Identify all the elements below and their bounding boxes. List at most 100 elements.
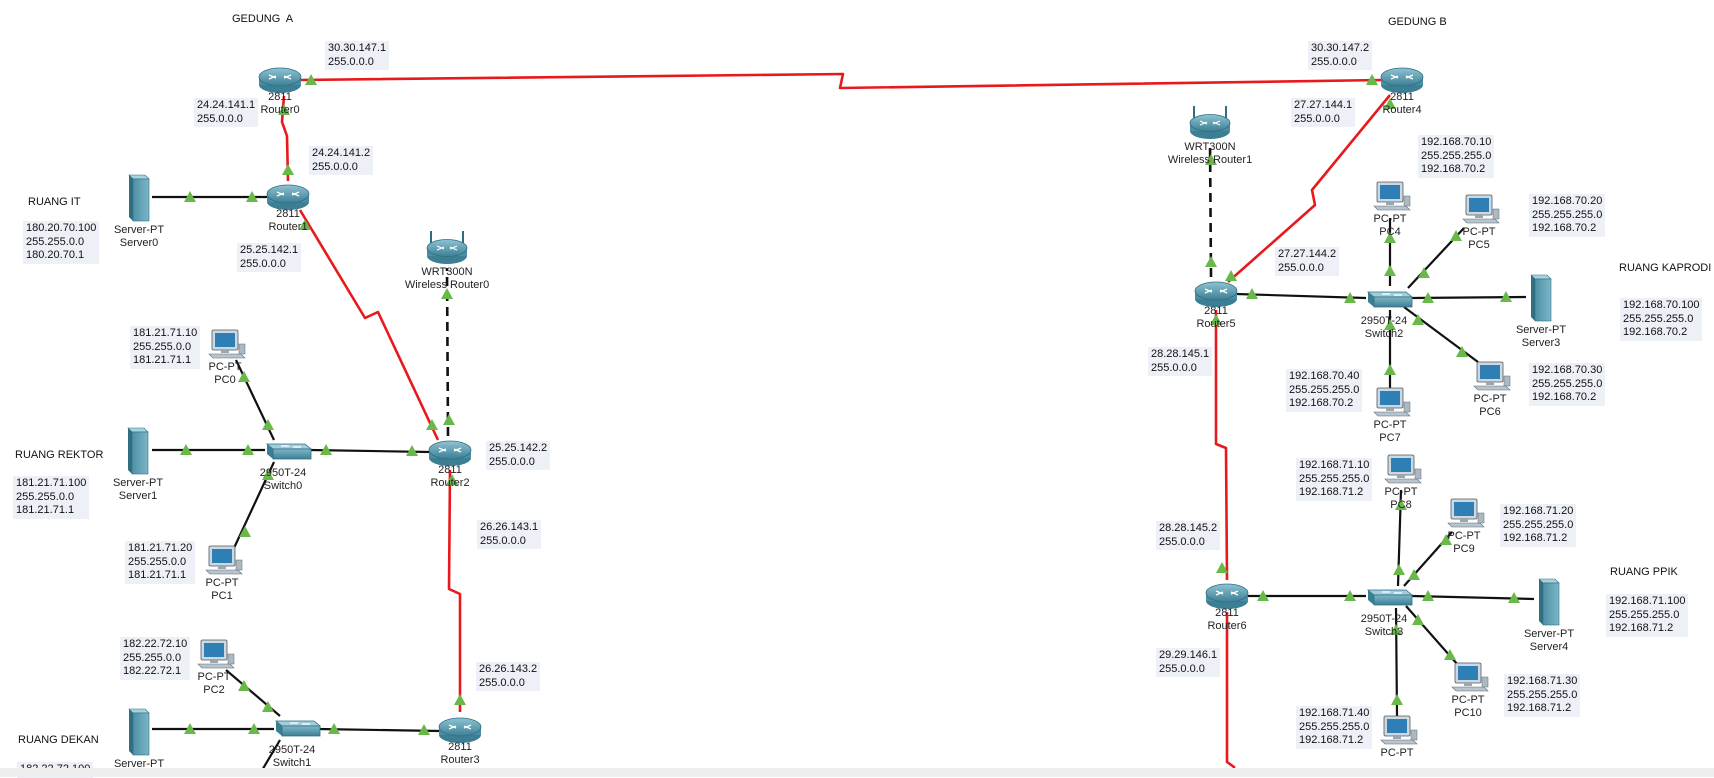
pc-icon [1373, 181, 1411, 211]
device-model-label: 2811 [276, 208, 300, 220]
ip-note-pc8: 192.168.71.10 255.255.255.0 192.168.71.2 [1296, 458, 1373, 501]
port-status-light [1205, 256, 1217, 267]
room-rektor-title: RUANG REKTOR [15, 449, 104, 461]
pc-icon [1451, 662, 1489, 692]
device-model-label: Server-PT [114, 224, 164, 236]
ip-note-router2-down: 26.26.143.1 255.0.0.0 [477, 520, 542, 549]
pc-icon [208, 329, 246, 359]
device-model-label: 2811 [448, 741, 472, 753]
server-icon [1530, 274, 1552, 322]
router-icon [1380, 67, 1424, 94]
switch-icon [1367, 291, 1413, 308]
canvas-bottom-scroll-strip[interactable] [0, 768, 1714, 777]
link-router5-router6[interactable] [1214, 310, 1229, 581]
wifi-icon [426, 230, 468, 265]
switch-icon [275, 720, 321, 737]
pc-icon [1447, 498, 1485, 528]
ip-note-router6-up: 28.28.145.2 255.0.0.0 [1156, 521, 1221, 550]
device-model-label: 2950T-24 [269, 744, 315, 756]
pc-icon [1373, 387, 1411, 417]
link-switch1-router3[interactable] [317, 727, 441, 733]
device-name-label: Server0 [120, 237, 159, 249]
ip-note-router5-up: 27.27.144.2 255.0.0.0 [1275, 247, 1340, 276]
link-router2-router3[interactable] [447, 469, 462, 712]
device-model-label: 2811 [268, 91, 292, 103]
ip-note-pc6: 192.168.70.30 255.255.255.0 192.168.70.2 [1529, 363, 1606, 406]
port-status-light [1384, 364, 1396, 375]
device-model-label: PC-PT [206, 577, 239, 589]
link-router4-router5[interactable] [1227, 94, 1392, 283]
device-name-label: PC8 [1390, 499, 1411, 511]
pc-icon [1473, 361, 1511, 391]
device-name-label: Router0 [260, 104, 299, 116]
ip-note-pc7: 192.168.70.40 255.255.255.0 192.168.70.2 [1286, 369, 1363, 412]
port-status-light [1393, 564, 1405, 575]
link-router1-router2[interactable] [298, 209, 440, 441]
server-icon [128, 174, 150, 222]
device-name-label: PC4 [1379, 226, 1400, 238]
ip-note-router0-wan: 30.30.147.1 255.0.0.0 [325, 41, 390, 70]
device-name-label: Switch1 [273, 757, 312, 769]
device-name-label: PC6 [1479, 406, 1500, 418]
link-router0-router4[interactable] [299, 72, 1383, 90]
device-pc11[interactable]: PC-PT [1380, 715, 1418, 759]
ip-note-router2-up: 25.25.142.2 255.0.0.0 [486, 441, 551, 470]
ip-note-pc9: 192.168.71.20 255.255.255.0 192.168.71.2 [1500, 504, 1577, 547]
ip-note-router1-down: 25.25.142.1 255.0.0.0 [237, 243, 302, 272]
port-status-light [282, 164, 294, 175]
room-kaprodi-title: RUANG KAPRODI [1619, 262, 1712, 274]
link-router5-switch2[interactable] [1235, 292, 1367, 300]
port-status-light [1391, 694, 1403, 705]
switch-icon [266, 443, 312, 460]
link-switch2-pc6[interactable] [1403, 306, 1479, 363]
device-model-label: Server-PT [113, 477, 163, 489]
device-model-label: PC-PT [1463, 226, 1496, 238]
link-router6-offscreen[interactable] [1225, 612, 1236, 777]
building-a-title: GEDUNG A [232, 13, 294, 25]
device-model-label: PC-PT [1374, 419, 1407, 431]
device-name-label: Wireless Router1 [1168, 154, 1252, 166]
ip-note-kaprodi-server: 192.168.70.100 255.255.255.0 192.168.70.… [1620, 298, 1703, 341]
device-name-label: Router6 [1207, 620, 1246, 632]
device-name-label: PC10 [1454, 707, 1482, 719]
port-status-light [418, 724, 430, 735]
device-name-label: Router1 [268, 221, 307, 233]
device-model-label: PC-PT [198, 671, 231, 683]
device-name-label: Router3 [440, 754, 479, 766]
ip-note-router3-up: 26.26.143.2 255.0.0.0 [476, 662, 541, 691]
device-name-label: PC2 [203, 684, 224, 696]
device-model-label: PC-PT [1474, 393, 1507, 405]
ip-note-router1-up: 24.24.141.2 255.0.0.0 [309, 146, 374, 175]
device-name-label: Switch2 [1365, 328, 1404, 340]
device-name-label: Switch3 [1365, 626, 1404, 638]
device-server2[interactable]: Server-PT [114, 708, 164, 770]
router-icon [266, 184, 310, 211]
